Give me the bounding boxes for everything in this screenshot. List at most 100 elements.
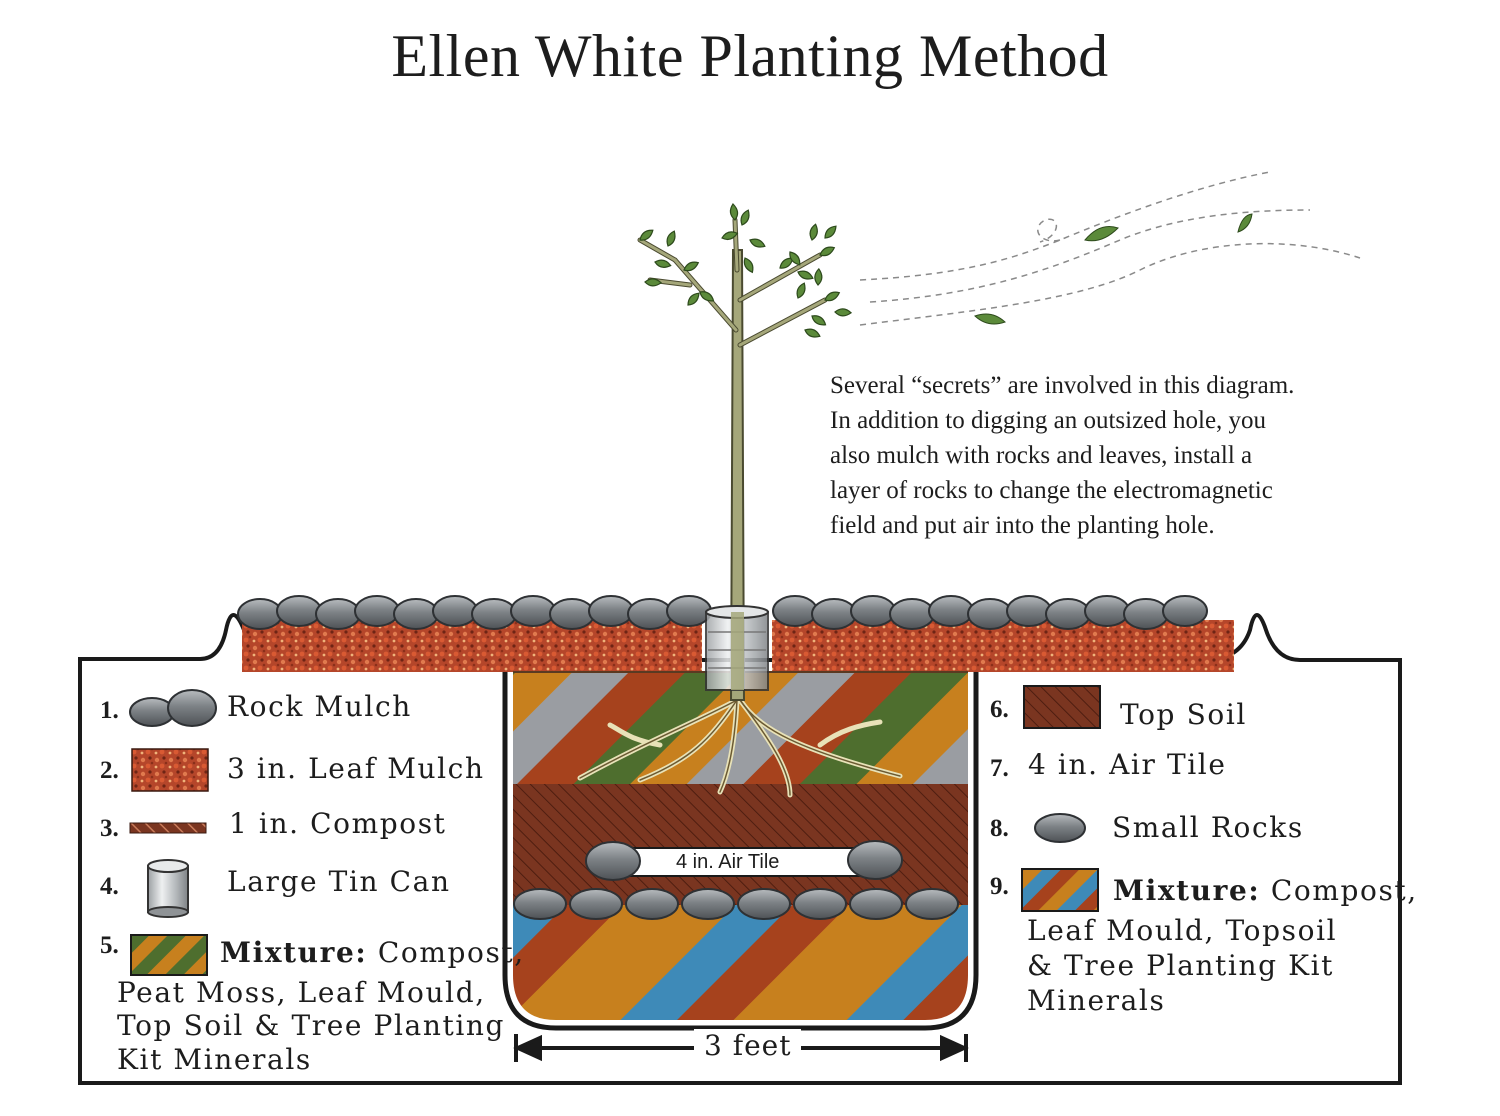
tree-leaf [824, 291, 841, 302]
legend-label-rock-mulch: Rock Mulch [227, 690, 412, 723]
air-tile-rock [585, 841, 641, 881]
tree-leaf [809, 223, 818, 241]
mulch-rock [666, 595, 712, 627]
top-soil-swatch [1023, 685, 1101, 729]
description-line: In addition to digging an outsized hole,… [830, 407, 1267, 434]
mulch-rock [1045, 598, 1091, 630]
tree-leaf [797, 270, 814, 280]
mulch-rock [549, 598, 595, 630]
mulch-rock [1123, 598, 1169, 630]
description-line: Several “secrets” are involved in this d… [830, 372, 1295, 399]
legend-label-mixture-5: Mixture: Compost, [220, 936, 525, 969]
legend-number-5: 5. [100, 932, 119, 959]
bottom-rock [513, 888, 567, 920]
tree-leaf [743, 257, 754, 274]
legend-label-mixture-bold: Mixture: [220, 936, 368, 969]
legend-label-mixture-bold: Mixture: [1113, 874, 1261, 907]
legend-number-2: 2. [100, 757, 119, 784]
legend-number-6: 6. [990, 696, 1009, 723]
tree-leaf [666, 230, 676, 247]
mulch-rock [315, 598, 361, 630]
tree-trunk [729, 249, 746, 701]
bottom-rock [849, 888, 903, 920]
tree-leaf [811, 315, 827, 326]
legend-number-4: 4. [100, 873, 119, 900]
tree-leaf [644, 278, 663, 287]
wind-lines [859, 171, 1361, 326]
leaf-mulch-layer-left [242, 620, 702, 672]
legend-label-mixture-9-line: Leaf Mould, Topsoil [1027, 914, 1338, 947]
description-text: Several “secrets” are involved in this d… [830, 368, 1390, 543]
tree-leaf [814, 267, 823, 286]
legend-label-mixture-5-line: Top Soil & Tree Planting [117, 1009, 506, 1042]
tree-roots-dark [579, 699, 901, 796]
legend-label-mixture-text: Compost, [377, 936, 525, 969]
tree-leaf [729, 203, 739, 221]
mulch-rock [811, 598, 857, 630]
mulch-rock [889, 598, 935, 630]
legend-label-mixture-text: Compost, [1270, 874, 1418, 907]
legend-label-mixture-5-line: Kit Minerals [117, 1043, 312, 1076]
legend-number-8: 8. [990, 815, 1009, 842]
legend-label-small-rocks: Small Rocks [1112, 811, 1304, 844]
mulch-rock [237, 598, 283, 630]
bottom-rock [569, 888, 623, 920]
planting-hole-bottom-mixture [513, 905, 968, 1020]
tree-leaf [804, 328, 821, 338]
flying-leaf-1 [1084, 226, 1119, 242]
leaf-mulch-layer-right [772, 620, 1234, 672]
tree-leaf [796, 282, 806, 299]
tree-leaf [749, 238, 766, 248]
mulch-rock [393, 598, 439, 630]
legend-label-mixture-9-line: & Tree Planting Kit [1027, 949, 1335, 982]
bottom-rock [681, 888, 735, 920]
bottom-rock [905, 888, 959, 920]
description-line: layer of rocks to change the electromagn… [830, 477, 1273, 504]
mixture-swatch-blue-orange [1021, 868, 1099, 912]
tree-leaf [699, 291, 715, 302]
legend-number-9: 9. [990, 873, 1009, 900]
legend-label-mixture-9-line: Minerals [1027, 984, 1166, 1017]
legend-label-mixture-9: Mixture: Compost, [1113, 874, 1418, 907]
mulch-rock [1006, 595, 1052, 627]
legend-number-1: 1. [100, 697, 119, 724]
description-line: also mulch with rocks and leaves, instal… [830, 442, 1253, 469]
mulch-rock [1162, 595, 1208, 627]
mixture-swatch-green-orange [130, 934, 208, 976]
mulch-rock [510, 595, 556, 627]
tree-leaf [789, 251, 801, 266]
mulch-rock [354, 595, 400, 627]
legend-label-mixture-5-line: Peat Moss, Leaf Mould, [117, 976, 486, 1009]
tin-can [705, 605, 769, 691]
flying-leaf-3 [974, 313, 1006, 325]
mulch-rock [471, 598, 517, 630]
tree-leaf [824, 225, 837, 239]
leaf-mulch-swatch [131, 748, 209, 792]
mulch-rock [627, 598, 673, 630]
mulch-rock [967, 598, 1013, 630]
air-tile-label: 4 in. Air Tile [676, 851, 780, 873]
legend-label-air-tile: 4 in. Air Tile [1028, 748, 1227, 781]
page-title: Ellen White Planting Method [391, 23, 1109, 89]
tree-leaf [654, 259, 672, 268]
bottom-rock [793, 888, 847, 920]
legend-number-7: 7. [990, 755, 1009, 782]
air-tile-rock [847, 840, 903, 880]
tree-leaf [639, 229, 654, 241]
legend-label-leaf-mulch: 3 in. Leaf Mulch [227, 752, 485, 785]
rock-icon [129, 689, 217, 727]
tree-leaf [683, 261, 700, 272]
tree-leaf [721, 231, 739, 241]
legend-label-tin-can: Large Tin Can [227, 865, 451, 898]
tree-leaf [819, 246, 836, 257]
width-label: 3 feet [694, 1029, 802, 1062]
legend-label-top-soil: Top Soil [1120, 698, 1247, 731]
bottom-rock [625, 888, 679, 920]
tin-can-icon [147, 859, 189, 918]
mulch-rock [850, 595, 896, 627]
tree-branches-fill [638, 218, 827, 347]
mulch-rock [1084, 595, 1130, 627]
bottom-rock [737, 888, 791, 920]
